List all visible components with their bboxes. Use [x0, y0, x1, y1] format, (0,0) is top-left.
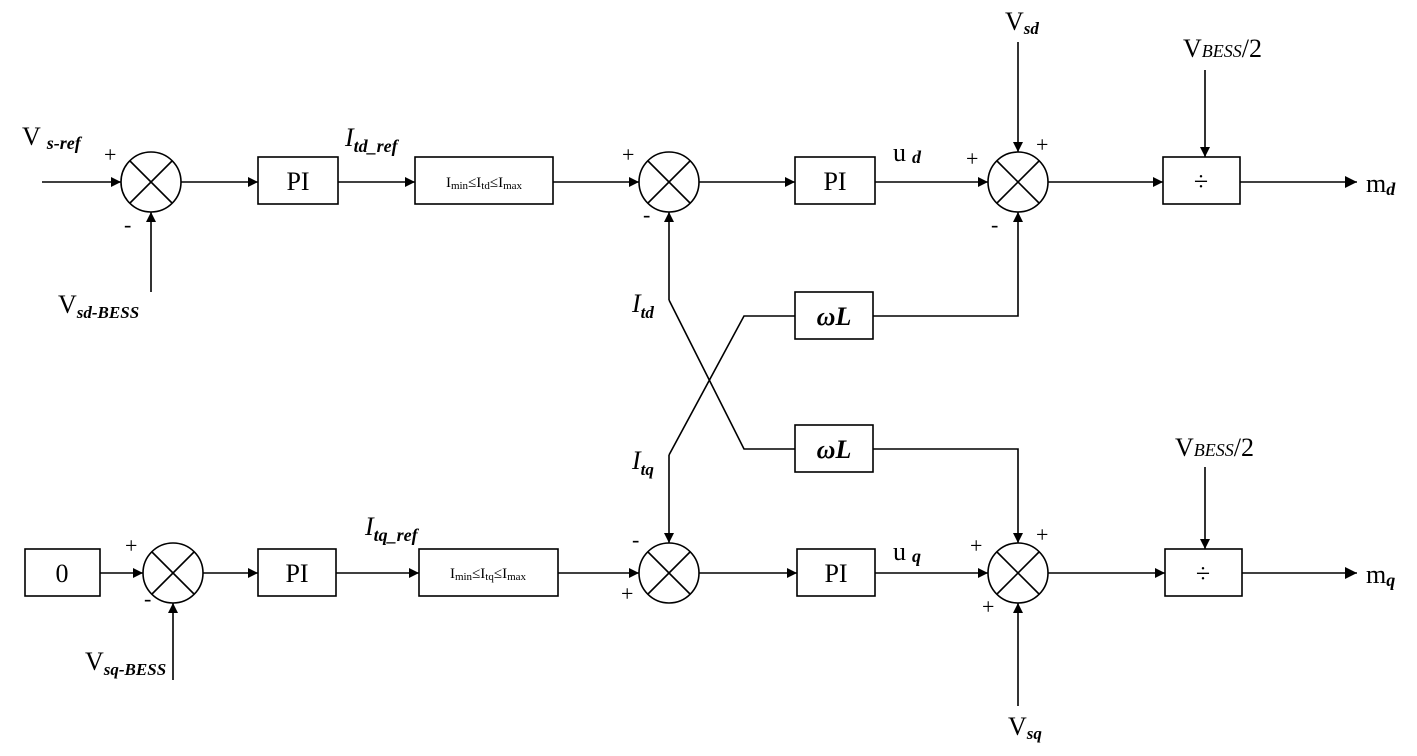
label-m-d: md — [1366, 169, 1396, 199]
divide-block-q — [1164, 548, 1243, 597]
pi-block-d-voltage — [257, 156, 339, 205]
sign-plus-q3-left: + — [970, 533, 982, 558]
sign-plus-d3-left: + — [966, 146, 978, 171]
label-i-tq-ref: Itq_ref — [364, 512, 420, 545]
i-tq-to-omega-l-d-line — [668, 315, 795, 456]
label-i-td: Itd — [631, 289, 654, 322]
limiter-block-d — [414, 156, 554, 205]
sign-plus-q3-top: + — [1036, 522, 1048, 547]
sum-junction-d3 — [987, 151, 1049, 213]
pi-label-q-current: PI — [824, 559, 847, 588]
pi-block-d-current — [794, 156, 876, 205]
limiter-block-q — [418, 548, 559, 597]
sign-minus-d1: - — [124, 212, 131, 237]
omega-l-block-q — [794, 424, 874, 473]
zero-reference-label: 0 — [56, 559, 69, 588]
label-v-sq: Vsq — [1008, 712, 1042, 743]
label-v-sd-bess: Vsd-BESS — [58, 290, 139, 322]
limiter-label-d: Imin≤Itd≤Imax — [446, 175, 523, 192]
divide-block-d — [1162, 156, 1241, 205]
omega-l-label-d: ωL — [817, 302, 852, 331]
label-v-sq-bess: Vsq-BESS — [85, 647, 166, 679]
pi-block-q-current — [796, 548, 876, 597]
sign-minus-d3: - — [991, 212, 998, 237]
pi-label-d-voltage: PI — [286, 167, 309, 196]
sum-junction-q3 — [987, 542, 1049, 604]
sign-plus-q1: + — [125, 533, 137, 558]
sum-junction-q1 — [142, 542, 204, 604]
divide-label-q: ÷ — [1196, 559, 1210, 588]
omega-l-d-to-d3-line — [873, 212, 1023, 317]
sign-plus-d2: + — [622, 142, 634, 167]
sign-plus-q3-bottom: + — [982, 594, 994, 619]
sum-junction-d1 — [120, 151, 182, 213]
divide-label-d: ÷ — [1194, 167, 1208, 196]
pi-label-q-voltage: PI — [285, 559, 308, 588]
sign-plus-d3-top: + — [1036, 132, 1048, 157]
i-td-to-omega-l-q-line — [668, 299, 795, 450]
label-i-tq: Itq — [631, 446, 654, 479]
sign-plus-q2: + — [621, 581, 633, 606]
label-i-td-ref: Itd_ref — [344, 123, 400, 156]
pi-block-q-voltage — [257, 548, 337, 597]
sign-minus-q1: - — [144, 586, 151, 611]
q-axis-chain: 0 + - PI Imin≤Itq≤Imax - + PI — [24, 467, 1357, 706]
sign-plus-d1: + — [104, 142, 116, 167]
pi-label-d-current: PI — [823, 167, 846, 196]
omega-l-label-q: ωL — [817, 435, 852, 464]
cross-coupling: ωL ωL — [664, 212, 1023, 543]
label-v-bess-top: VBESS/2 — [1183, 34, 1262, 63]
limiter-label-q: Imin≤Itq≤Imax — [450, 566, 527, 583]
label-v-bess-bottom: VBESS/2 — [1175, 433, 1254, 462]
omega-l-block-d — [794, 291, 874, 340]
omega-l-q-to-q3-line — [873, 448, 1023, 543]
sum-junction-q2 — [638, 542, 700, 604]
sign-minus-d2: - — [643, 202, 650, 227]
label-v-sd: Vsd — [1005, 7, 1039, 38]
d-axis-chain: + - PI Imin≤Itd≤Imax + - PI + + - — [42, 42, 1357, 292]
label-m-q: mq — [1366, 560, 1395, 590]
sign-minus-q2: - — [632, 527, 639, 552]
